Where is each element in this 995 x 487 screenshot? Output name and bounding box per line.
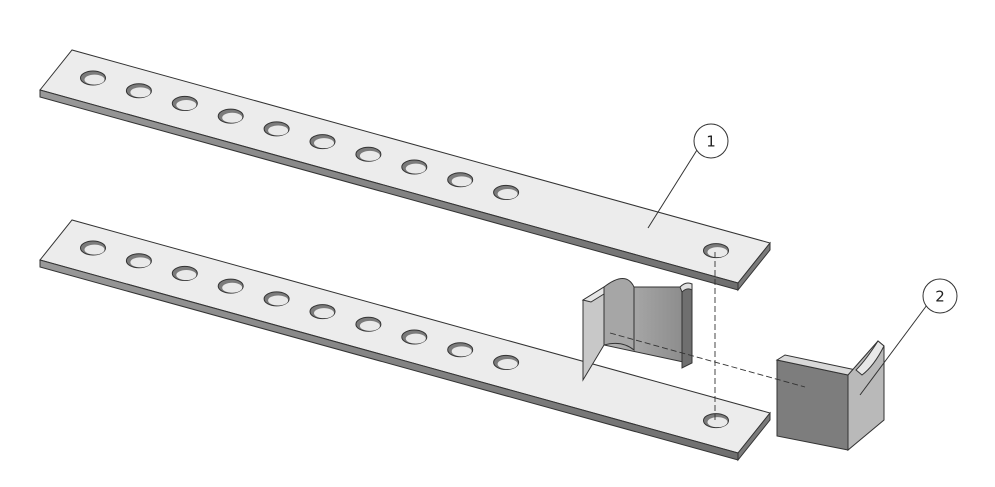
top-bar-hole [309,134,336,150]
angle-bracket [775,340,885,452]
bottom-bar-hole [217,278,244,294]
balloon-1-circle [693,123,729,159]
bottom-bar-end-side [737,411,771,462]
top-bar-hole [125,83,152,99]
angle-bracket-bend [855,340,885,376]
balloon-2-leader [859,304,928,396]
bottom-bar-holes [80,240,729,429]
channel-right-flange-top [679,282,693,293]
balloon-1: 1 [647,123,729,229]
bottom-bar-hole [80,240,106,256]
balloon-2-label: 2 [935,288,945,306]
balloon-1-leader [647,149,698,229]
bottom-bar-hole [309,304,336,320]
bottom-bar-hole [125,253,152,269]
bottom-bar-hole [401,329,428,345]
top-bar-end-side [737,241,771,292]
top-bar-holes [80,70,729,259]
top-bar-hole [493,184,520,200]
bottom-bar [39,219,771,462]
bottom-bar-hole [263,291,290,307]
angle-bracket-side-face [847,340,885,452]
top-bar-hole [447,172,474,188]
bottom-bar-hole [355,316,382,332]
top-bar-hole [401,159,428,175]
channel-bracket [581,278,693,382]
top-bar-hole [80,70,106,86]
assembly-lines [609,252,806,420]
angle-bracket-front-face [776,359,849,451]
balloon-2: 2 [859,278,958,396]
channel-inner-fillet [603,278,635,352]
bottom-bar-hole [447,342,474,358]
top-bar [39,49,771,292]
top-bar-hole [171,95,198,111]
balloon-1-label: 1 [706,133,716,151]
top-bar-hole [355,146,382,162]
top-bar-hole [263,121,290,137]
bottom-bar-hole [171,265,198,281]
balloon-2-circle [922,278,958,314]
horizontal-fastener-axis [609,332,806,388]
top-bar-hole [703,243,729,259]
bottom-bar-hole [493,354,520,370]
bottom-bar-hole [703,413,729,429]
top-bar-hole [217,108,244,124]
